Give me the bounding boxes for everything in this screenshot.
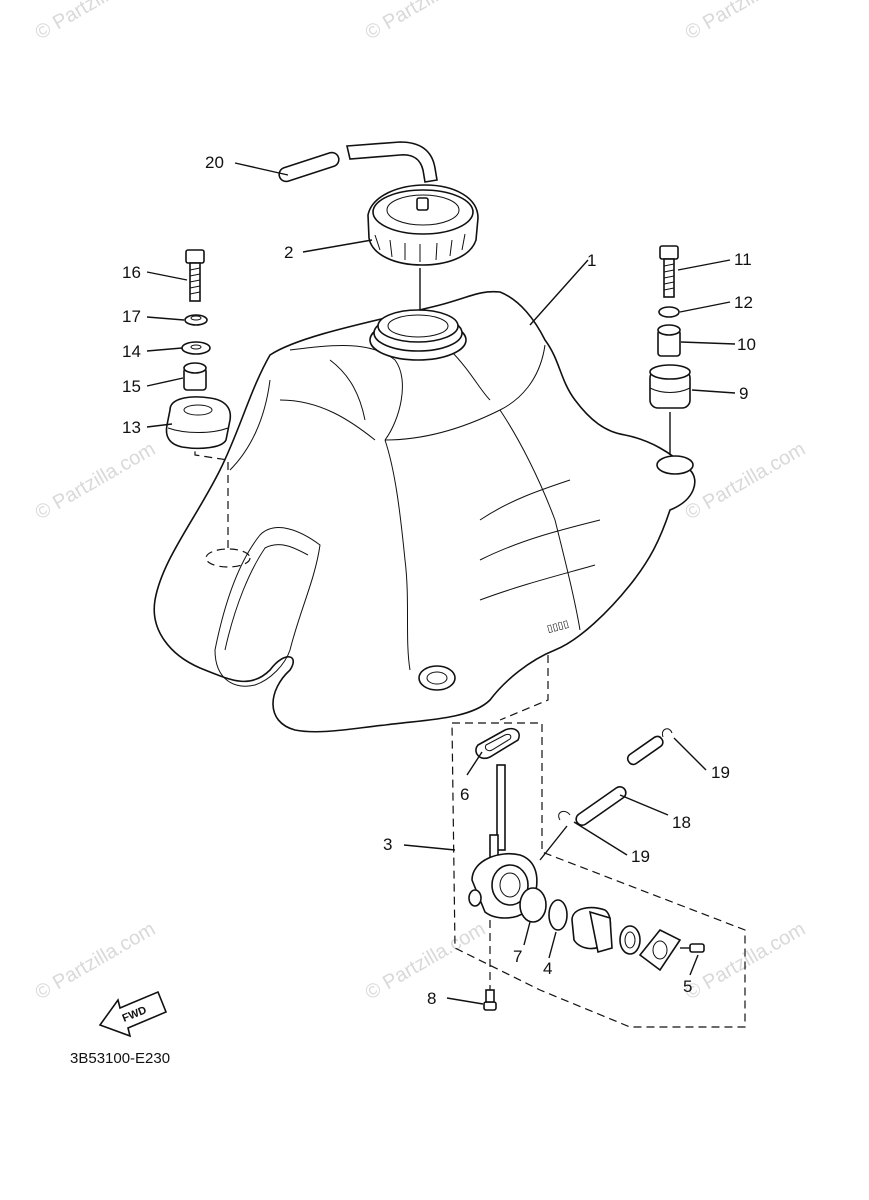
callout-19b: 19 [631,847,650,866]
callout-4: 4 [543,959,552,978]
watermark: © Partzilla.com [32,918,160,1004]
callout-9: 9 [739,384,748,403]
callout-15: 15 [122,377,141,396]
right-mount-parts [649,245,691,455]
callout-2: 2 [284,243,293,262]
callout-19: 19 [711,763,730,782]
watermark: © Partzilla.com [362,0,490,44]
callout-8: 8 [427,989,436,1008]
leader-lines [146,162,736,1005]
fuel-cock-assembly [451,655,746,1028]
callout-11: 11 [734,250,752,269]
callout-6: 6 [460,785,469,804]
watermark: © Partzilla.com [362,918,490,1004]
fuel-tank: ▯▯▯▯ [153,290,696,733]
callout-10: 10 [737,335,756,354]
fuel-cap [367,184,479,310]
callout-1: 1 [587,251,596,270]
callout-3: 3 [383,835,392,854]
left-mount-parts [165,249,232,450]
diagram-code: 3B53100-E230 [70,1050,170,1067]
callout-18: 18 [672,813,691,832]
fwd-arrow-icon: FWD [98,990,168,1038]
callout-13: 13 [122,418,141,437]
watermark: © Partzilla.com [682,438,810,524]
callout-labels: 1 2 3 4 5 6 7 8 9 10 11 12 13 14 15 16 1… [122,153,756,1008]
callout-20: 20 [205,153,224,172]
watermark: © Partzilla.com [32,0,160,44]
watermark: © Partzilla.com [32,438,160,524]
callout-7: 7 [513,947,522,966]
callout-17: 17 [122,307,141,326]
callout-12: 12 [734,293,753,312]
callout-5: 5 [683,977,692,996]
breather-hose [278,141,438,183]
watermark: © Partzilla.com [682,0,810,44]
callout-16: 16 [122,263,141,282]
callout-14: 14 [122,342,141,361]
